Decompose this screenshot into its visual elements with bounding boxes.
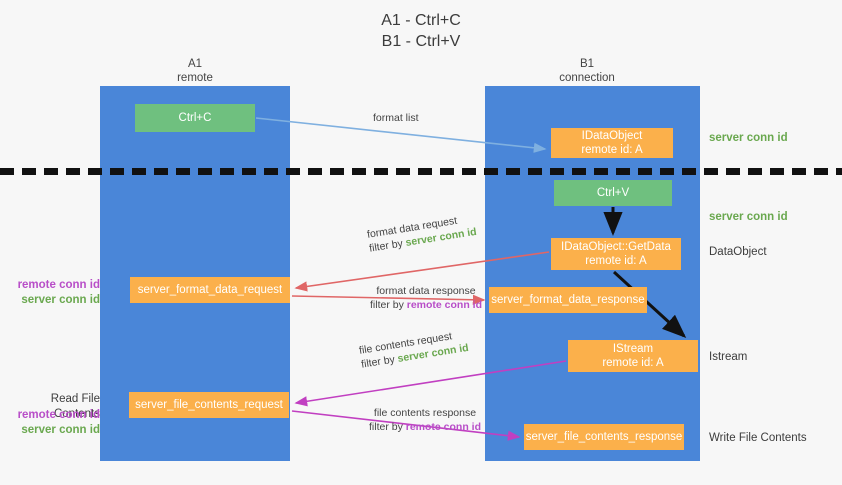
label-server-conn-id-top: server conn id xyxy=(709,132,788,144)
caption-filter-prefix: filter by xyxy=(368,421,406,433)
label-remote-conn-id-2: remote conn id xyxy=(17,409,100,421)
box-istream[interactable]: IStream remote id: A xyxy=(568,340,698,372)
column-header-a1-name: A1 xyxy=(187,58,203,70)
label-server-conn-id-4: server conn id xyxy=(21,424,100,436)
column-header-b1-sub: connection xyxy=(559,72,615,84)
box-istream-line2: remote id: A xyxy=(602,357,664,369)
box-idataobject[interactable]: IDataObject remote id: A xyxy=(551,128,673,158)
label-conn-ids-file: remote conn id server conn id xyxy=(10,408,100,438)
caption-filter-prefix: filter by xyxy=(369,299,407,311)
box-idataobject-getdata[interactable]: IDataObject::GetData remote id: A xyxy=(551,238,681,270)
box-server-file-contents-request[interactable]: server_file_contents_request xyxy=(129,392,289,418)
label-remote-conn-id-1: remote conn id xyxy=(17,279,100,291)
box-server-file-contents-response[interactable]: server_file_contents_response xyxy=(524,424,684,450)
caption-filter-value: remote conn id xyxy=(406,299,483,311)
caption-file-contents-response: file contents response filter by remote … xyxy=(330,406,520,434)
caption-format-data-response-line1: format data response xyxy=(376,285,476,297)
column-header-b1: B1 connection xyxy=(532,57,642,85)
label-istream: Istream xyxy=(709,351,748,363)
box-ctrl-c[interactable]: Ctrl+C xyxy=(135,104,255,132)
phase-divider-dashed-line xyxy=(0,168,842,175)
title-line-2: B1 - Ctrl+V xyxy=(381,33,461,50)
caption-file-contents-request: file contents request filter by server c… xyxy=(358,327,470,372)
caption-format-data-request: format data request filter by server con… xyxy=(366,211,478,256)
column-header-a1: A1 remote xyxy=(140,57,250,85)
box-ctrl-c-label: Ctrl+C xyxy=(178,112,212,124)
label-dataobject: DataObject xyxy=(709,246,767,258)
box-istream-line1: IStream xyxy=(612,343,654,355)
caption-format-list: format list xyxy=(373,112,419,124)
box-idataobject-line2: remote id: A xyxy=(581,144,643,156)
box-server-file-contents-request-label: server_file_contents_request xyxy=(135,399,283,411)
caption-format-data-response-filter: filter by remote conn id xyxy=(336,298,516,312)
column-header-a1-sub: remote xyxy=(177,72,213,84)
box-idataobject-line1: IDataObject xyxy=(581,130,643,142)
caption-file-contents-response-filter: filter by remote conn id xyxy=(330,420,520,434)
label-read-file-contents: Read File Contents xyxy=(50,393,100,420)
box-server-format-data-request-label: server_format_data_request xyxy=(137,284,283,296)
box-getdata-line2: remote id: A xyxy=(585,255,647,267)
column-header-b1-name: B1 xyxy=(579,58,595,70)
box-ctrl-v[interactable]: Ctrl+V xyxy=(554,180,672,206)
box-server-file-contents-response-label: server_file_contents_response xyxy=(525,431,683,443)
caption-format-data-response: format data response filter by remote co… xyxy=(336,284,516,312)
box-server-format-data-response-label: server_format_data_response xyxy=(491,294,645,306)
label-conn-ids-format: remote conn id server conn id xyxy=(10,278,100,308)
page-title: A1 - Ctrl+C B1 - Ctrl+V xyxy=(0,10,842,52)
box-getdata-line1: IDataObject::GetData xyxy=(561,241,671,253)
title-line-1: A1 - Ctrl+C xyxy=(381,12,461,29)
label-write-file-contents: Write File Contents xyxy=(709,432,807,444)
caption-file-contents-response-line1: file contents response xyxy=(373,407,477,419)
label-server-conn-id-3: server conn id xyxy=(21,294,100,306)
box-server-format-data-response[interactable]: server_format_data_response xyxy=(489,287,647,313)
label-server-conn-id-second: server conn id xyxy=(709,211,788,223)
caption-filter-value: remote conn id xyxy=(405,421,482,433)
box-ctrl-v-label: Ctrl+V xyxy=(596,187,630,199)
box-server-format-data-request[interactable]: server_format_data_request xyxy=(130,277,290,303)
